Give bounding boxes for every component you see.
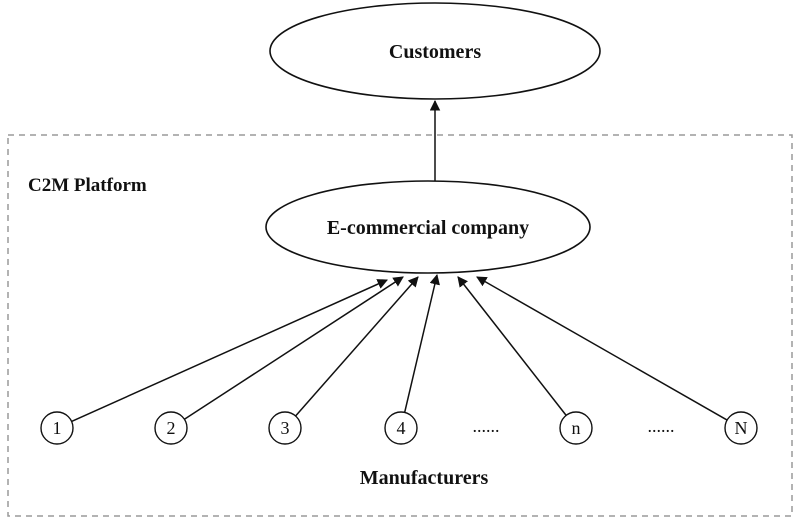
platform-boundary [7, 134, 793, 517]
platform-label: C2M Platform [28, 175, 147, 196]
manufacturer-node-N [724, 411, 758, 445]
manufacturer-ellipsis: ...... [473, 416, 500, 436]
arrow-manufacturer-N [476, 276, 728, 421]
manufacturer-ellipsis: ...... [648, 416, 675, 436]
arrow-manufacturer-2 [184, 276, 404, 420]
arrow-manufacturer-1 [71, 279, 388, 423]
manufacturer-node-3 [268, 411, 302, 445]
manufacturer-node-4 [384, 411, 418, 445]
manufacturer-label-N: N [735, 418, 748, 438]
manufacturer-node-2 [154, 411, 188, 445]
customers-label: Customers [389, 41, 481, 63]
customers-node [269, 2, 601, 100]
manufacturer-nodes: 1 2 3 4...... n...... N [40, 411, 758, 445]
arrow-manufacturer-4 [403, 273, 440, 413]
manufacturer-label-4: 4 [397, 418, 406, 438]
manufacturer-node-1 [40, 411, 74, 445]
ecommerce-company-label: E-commercial company [327, 217, 529, 239]
manufacturer-label-3: 3 [281, 418, 290, 438]
manufacturers-label: Manufacturers [360, 467, 489, 489]
ecommerce-company-node [265, 180, 591, 274]
manufacturer-node-n [559, 411, 593, 445]
arrow-manufacturer-3 [295, 276, 419, 417]
manufacturer-label-1: 1 [53, 418, 62, 438]
manufacturer-label-n: n [572, 418, 581, 438]
manufacturer-label-2: 2 [167, 418, 176, 438]
manufacturer-arrows [71, 273, 728, 423]
arrow-manufacturer-n [457, 276, 567, 416]
